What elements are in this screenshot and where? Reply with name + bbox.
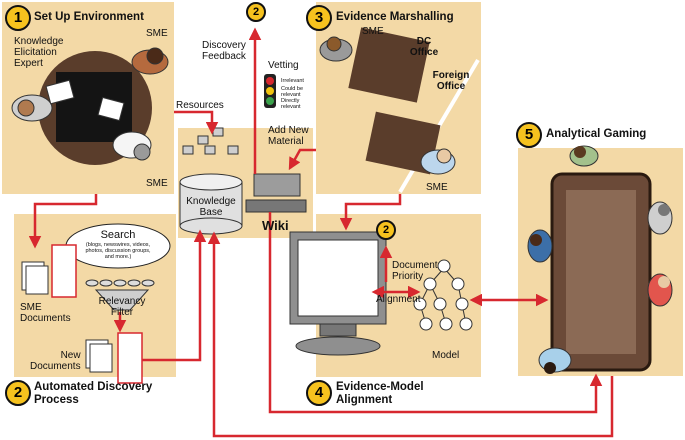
badge-alignment: 4 — [306, 380, 332, 406]
person-marshalling-bottom — [420, 148, 456, 175]
desk-dc — [348, 27, 430, 103]
doc-stack-sme — [21, 261, 49, 295]
label-knowledge-base: Knowledge Base — [186, 196, 236, 218]
badge-marshalling: 3 — [306, 5, 332, 31]
light-label-irrelevant: Irrelevant — [281, 78, 304, 84]
flow-arrows — [28, 27, 614, 438]
relevancy-funnel — [94, 289, 150, 311]
player-right-1 — [647, 201, 673, 235]
arrow-wiki-to-alignment — [268, 212, 603, 414]
person-sme-top — [131, 47, 169, 75]
light-label-could-be: Could be relevant — [281, 86, 304, 98]
title-alignment: Evidence-Model Alignment — [336, 381, 424, 406]
label-sme-documents: SME Documents — [20, 302, 71, 324]
title-gaming: Analytical Gaming — [546, 128, 647, 140]
wiki-computer — [245, 173, 307, 213]
badge-gaming: 5 — [516, 122, 542, 148]
arrow-discovery-to-kb — [142, 229, 207, 362]
label-document-priority: Document Priority — [392, 260, 438, 282]
badge-setup: 1 — [5, 5, 31, 31]
label-relevancy-filter: Relevancy Filter — [98, 296, 146, 318]
badge-discovery-feedback: 2 — [246, 2, 266, 22]
arrow-add-new-material — [288, 148, 316, 171]
label-new-documents: New Documents — [30, 350, 81, 372]
arrow-gaming-to-kb — [207, 231, 614, 438]
label-discovery-feedback: Discovery Feedback — [202, 40, 246, 62]
badge-document-priority: 2 — [376, 220, 396, 240]
player-top — [569, 145, 599, 167]
label-wiki: Wiki — [262, 218, 289, 233]
player-bottom — [538, 347, 572, 374]
gaming-table-inner — [566, 190, 636, 354]
label-marshalling-sme-bottom: SME — [426, 182, 448, 193]
sme-doc-box — [51, 244, 77, 298]
label-sme-bottom: SME — [146, 178, 168, 189]
label-add-new-material: Add New Material — [268, 125, 309, 147]
alignment-monitor — [289, 231, 387, 356]
label-expert: Knowledge Elicitation Expert — [14, 36, 64, 69]
doc-stack-new — [85, 339, 113, 373]
arrow-setup-to-discovery — [28, 194, 98, 249]
knowledge-base-cylinder — [179, 173, 243, 235]
label-resources: Resources — [176, 100, 224, 111]
badge-discovery-process: 2 — [5, 380, 31, 406]
person-sme-bottom — [112, 131, 152, 161]
player-left — [527, 229, 553, 263]
arrow-marshalling-to-alignment — [339, 194, 402, 231]
light-label-directly: Directly relevant — [281, 98, 301, 110]
filter-disks — [85, 279, 155, 287]
label-marshalling-sme-top: SME — [362, 26, 384, 37]
label-model: Model — [432, 350, 460, 361]
label-search-detail: (blogs, newswires, videos, photos, discu… — [85, 242, 151, 260]
label-vetting: Vetting — [268, 60, 299, 71]
papers-sme — [97, 96, 125, 122]
title-setup: Set Up Environment — [34, 11, 144, 23]
new-doc-box — [117, 332, 143, 384]
label-search: Search — [100, 229, 136, 241]
label-dc-office: DC Office — [409, 36, 439, 58]
label-alignment: Alignment — [376, 294, 421, 305]
person-expert — [11, 94, 53, 122]
person-marshalling-top — [319, 36, 353, 62]
traffic-light — [264, 74, 276, 108]
label-foreign-office: Foreign Office — [432, 70, 470, 92]
model-graph — [413, 259, 473, 331]
player-right-2 — [647, 273, 673, 307]
title-discovery-process: Automated Discovery Process — [34, 381, 153, 406]
arrow-setup-to-resources — [174, 110, 219, 135]
title-marshalling: Evidence Marshalling — [336, 11, 454, 23]
label-sme-top: SME — [146, 28, 168, 39]
papers-expert — [45, 79, 75, 105]
